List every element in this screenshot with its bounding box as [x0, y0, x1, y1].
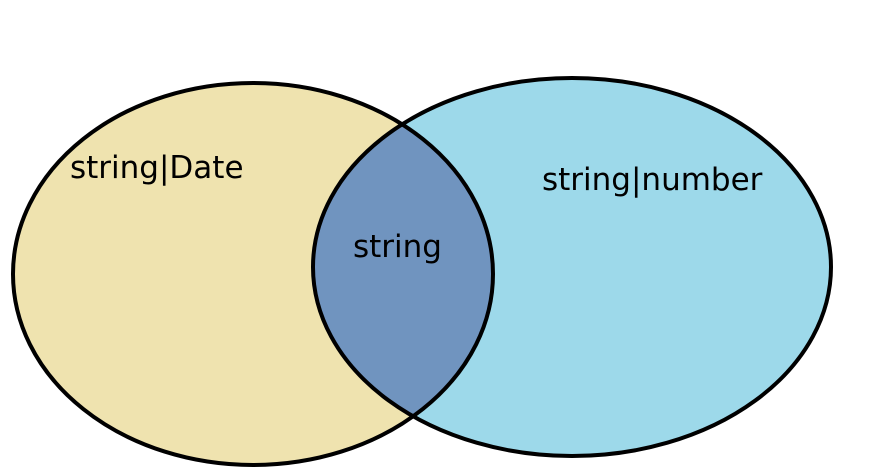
right-set-outline: [311, 76, 833, 458]
intersection-region: [313, 83, 493, 456]
intersection-label: string: [353, 229, 442, 265]
right-set-label: string|number: [542, 162, 763, 198]
left-set-label: string|Date: [70, 150, 244, 186]
left-set-outline: [11, 81, 495, 467]
